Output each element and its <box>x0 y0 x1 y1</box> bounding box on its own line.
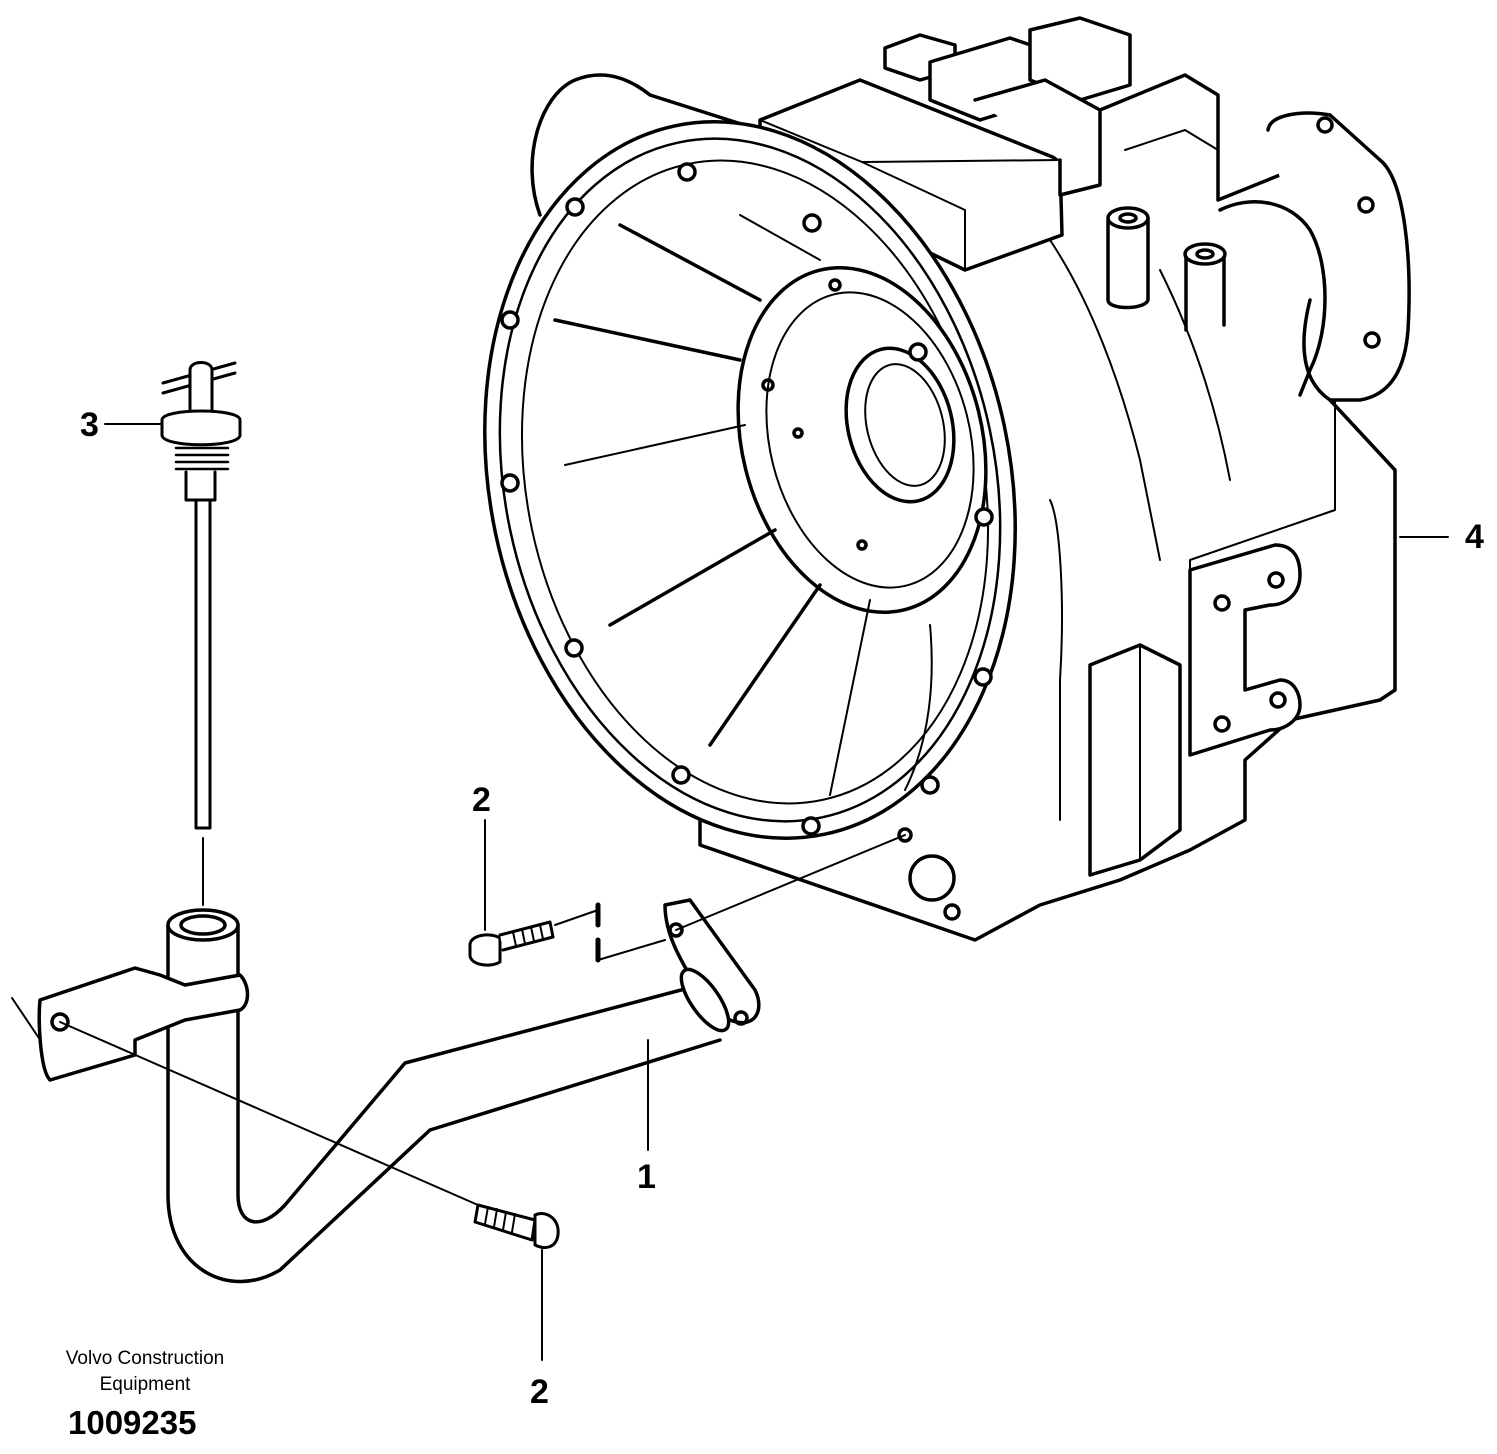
bell-housing <box>483 120 1017 840</box>
callout-1: 1 <box>637 1158 656 1196</box>
bolt-lower <box>473 1203 560 1249</box>
dipstick <box>160 361 242 830</box>
callout-3: 3 <box>80 406 99 444</box>
fill-pipe <box>11 898 761 1284</box>
callout-2-upper: 2 <box>472 781 491 819</box>
drawing-number: 1009235 <box>68 1404 197 1441</box>
callout-4: 4 <box>1465 518 1484 556</box>
transmission-housing <box>530 16 1411 942</box>
manufacturer-label: Volvo Construction Equipment <box>40 1346 250 1398</box>
assembly-lines <box>59 423 1449 1361</box>
callout-2-lower: 2 <box>530 1373 549 1411</box>
bolt-upper <box>468 920 555 967</box>
manufacturer-line-1: Volvo Construction <box>65 1348 225 1369</box>
manufacturer-line-2: Equipment <box>99 1374 191 1395</box>
